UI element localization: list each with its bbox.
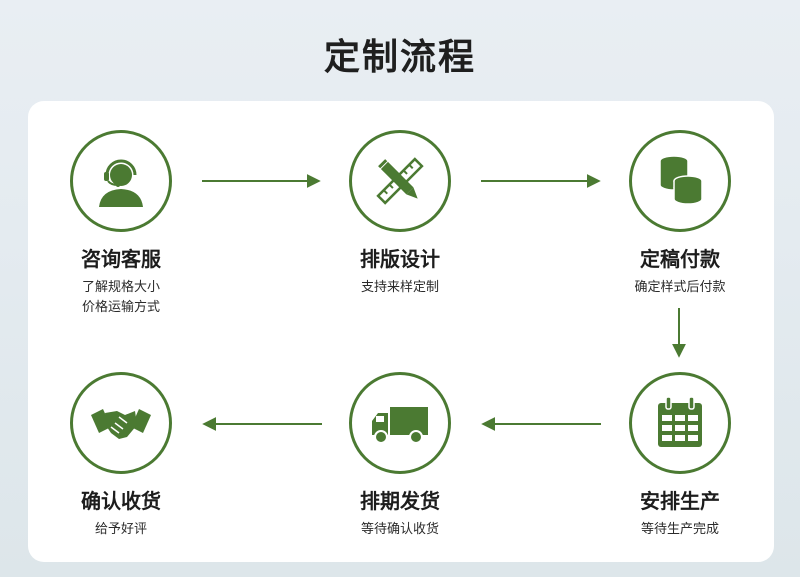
step-consult: 咨询客服 了解规格大小 价格运输方式 [31,130,211,318]
coins-icon [659,155,703,205]
step-icon-circle [349,130,451,232]
step-icon-circle [629,130,731,232]
handshake-icon [91,409,151,439]
step-icon-circle [349,372,451,474]
calendar-icon [658,396,702,447]
step-description: 给予好评 [94,522,147,537]
step-description: 等待生产完成 [640,522,719,537]
step-title: 排期发货 [360,489,440,513]
step-description: 了解规格大小 价格运输方式 [81,280,160,315]
step-production: 安排生产 等待生产完成 [590,372,770,540]
headset-agent-icon [99,159,143,207]
step-description: 等待确认收货 [360,522,439,537]
step-title: 确认收货 [81,489,161,513]
step-icon-circle [70,130,172,232]
step-title: 排版设计 [360,247,440,271]
step-title: 咨询客服 [81,247,161,271]
pencil-ruler-icon [376,157,424,205]
step-title: 安排生产 [640,489,720,513]
step-description: 支持来样定制 [360,280,439,295]
step-description: 确定样式后付款 [634,280,726,295]
delivery-truck-icon [372,407,428,444]
step-icon-circle [70,372,172,474]
page-title: 定制流程 [323,37,476,78]
step-icon-circle [629,372,731,474]
step-shipping: 排期发货 等待确认收货 [310,372,490,540]
step-design: 排版设计 支持来样定制 [310,130,490,298]
step-payment: 定稿付款 确定样式后付款 [590,130,770,298]
step-receipt: 确认收货 给予好评 [31,372,211,540]
step-title: 定稿付款 [640,247,720,271]
